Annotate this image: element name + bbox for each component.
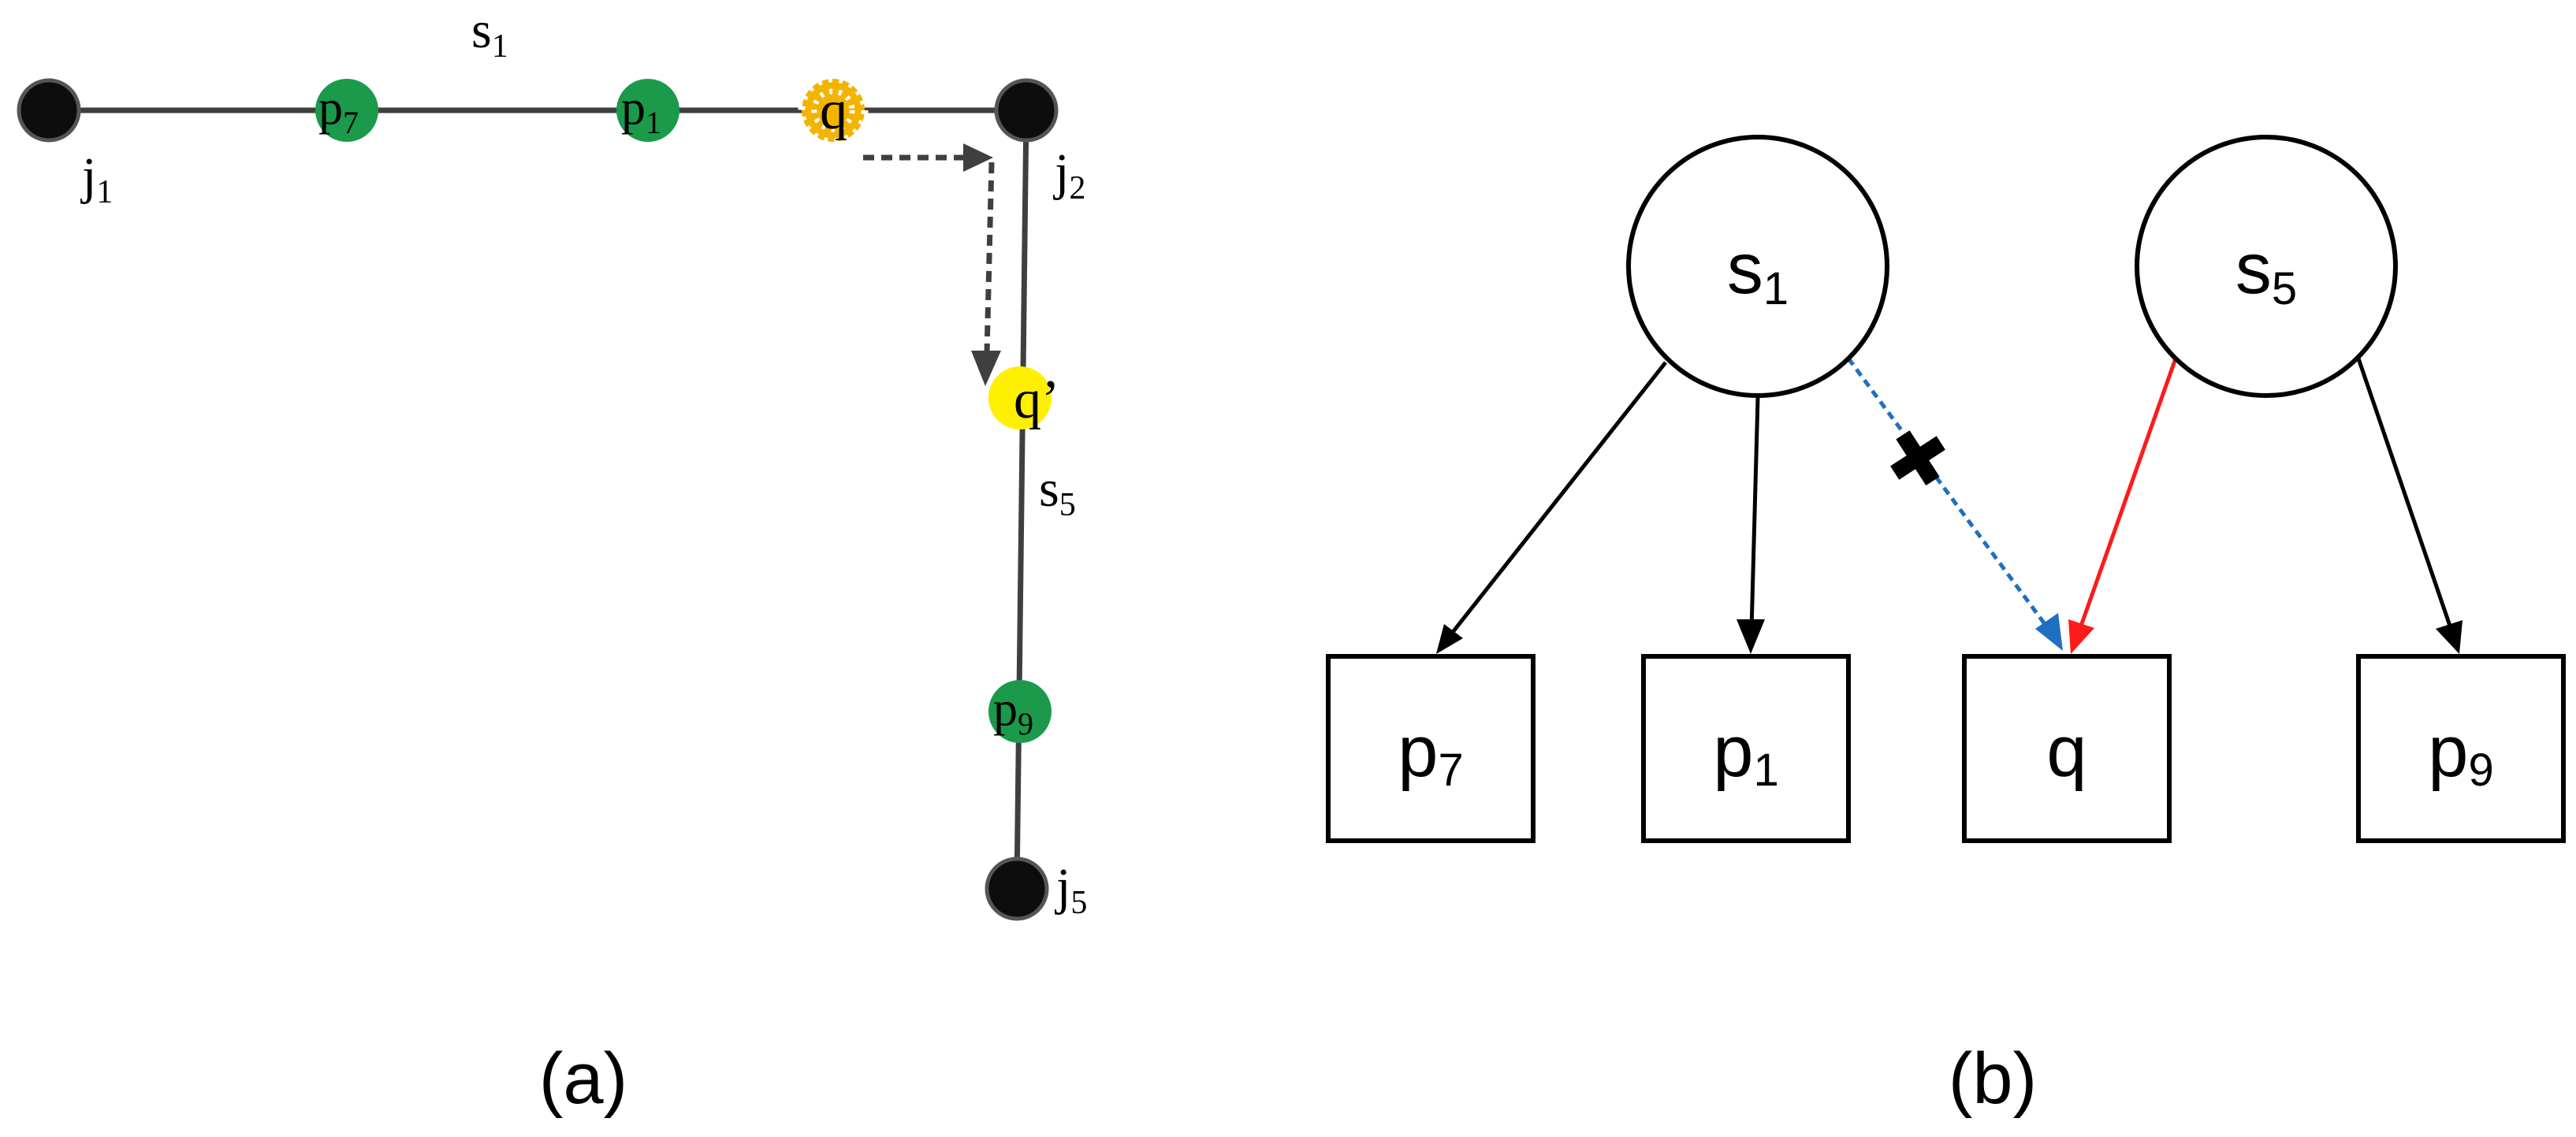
query-move-path xyxy=(863,143,1001,386)
label-q-prime: q’ xyxy=(1014,370,1059,430)
label-node-q: q xyxy=(2046,712,2086,792)
label-p9: p9 xyxy=(993,682,1033,741)
label-node-p1: p1 xyxy=(1713,712,1778,796)
edge-s5-q xyxy=(2077,358,2178,631)
edge-s1-q-removed xyxy=(1846,357,2052,632)
edge-s1-p7 xyxy=(1440,361,1667,648)
label-s5: s5 xyxy=(1039,460,1076,523)
removed-edge-x-mark: ✖ xyxy=(1878,412,1957,507)
object-node-p1 xyxy=(1641,654,1851,843)
label-node-s1: s1 xyxy=(1727,229,1789,314)
query-q-marker xyxy=(798,75,869,146)
caption-b: (b) xyxy=(1949,1039,2037,1119)
junction-j1 xyxy=(17,78,81,143)
label-j5: j5 xyxy=(1055,858,1087,921)
label-p1: p1 xyxy=(621,81,661,140)
label-node-s5: s5 xyxy=(2235,229,2297,314)
query-q-prime-marker xyxy=(988,366,1052,429)
label-j1: j1 xyxy=(80,147,113,210)
edge-s5-p9 xyxy=(2356,358,2454,631)
poi-p1 xyxy=(616,79,679,142)
panel-b: ✖ s1 s5 p7 p1 q p9 (b) xyxy=(1326,135,2566,1119)
label-p7: p7 xyxy=(318,81,359,140)
caption-a: (a) xyxy=(539,1039,627,1119)
object-node-p9 xyxy=(2356,654,2566,843)
label-node-p7: p7 xyxy=(1398,712,1463,796)
label-node-p9: p9 xyxy=(2428,712,2493,796)
poi-p9 xyxy=(988,680,1052,743)
segment-node-s5 xyxy=(2135,135,2398,398)
segment-node-s1 xyxy=(1626,135,1889,398)
label-j2: j2 xyxy=(1053,143,1085,206)
label-s1: s1 xyxy=(471,2,508,65)
object-node-p7 xyxy=(1326,654,1536,843)
object-node-q xyxy=(1962,654,2172,843)
junction-j5 xyxy=(985,856,1049,921)
panel-a: j1 j2 j5 s1 s5 p7 p1 p9 q q’ (a) xyxy=(17,2,1087,1119)
poi-p7 xyxy=(315,79,378,142)
junction-j2 xyxy=(994,78,1059,143)
edge-s1-p1 xyxy=(1749,397,1760,631)
label-q: q xyxy=(820,80,847,141)
road-s5 xyxy=(1014,110,1029,890)
